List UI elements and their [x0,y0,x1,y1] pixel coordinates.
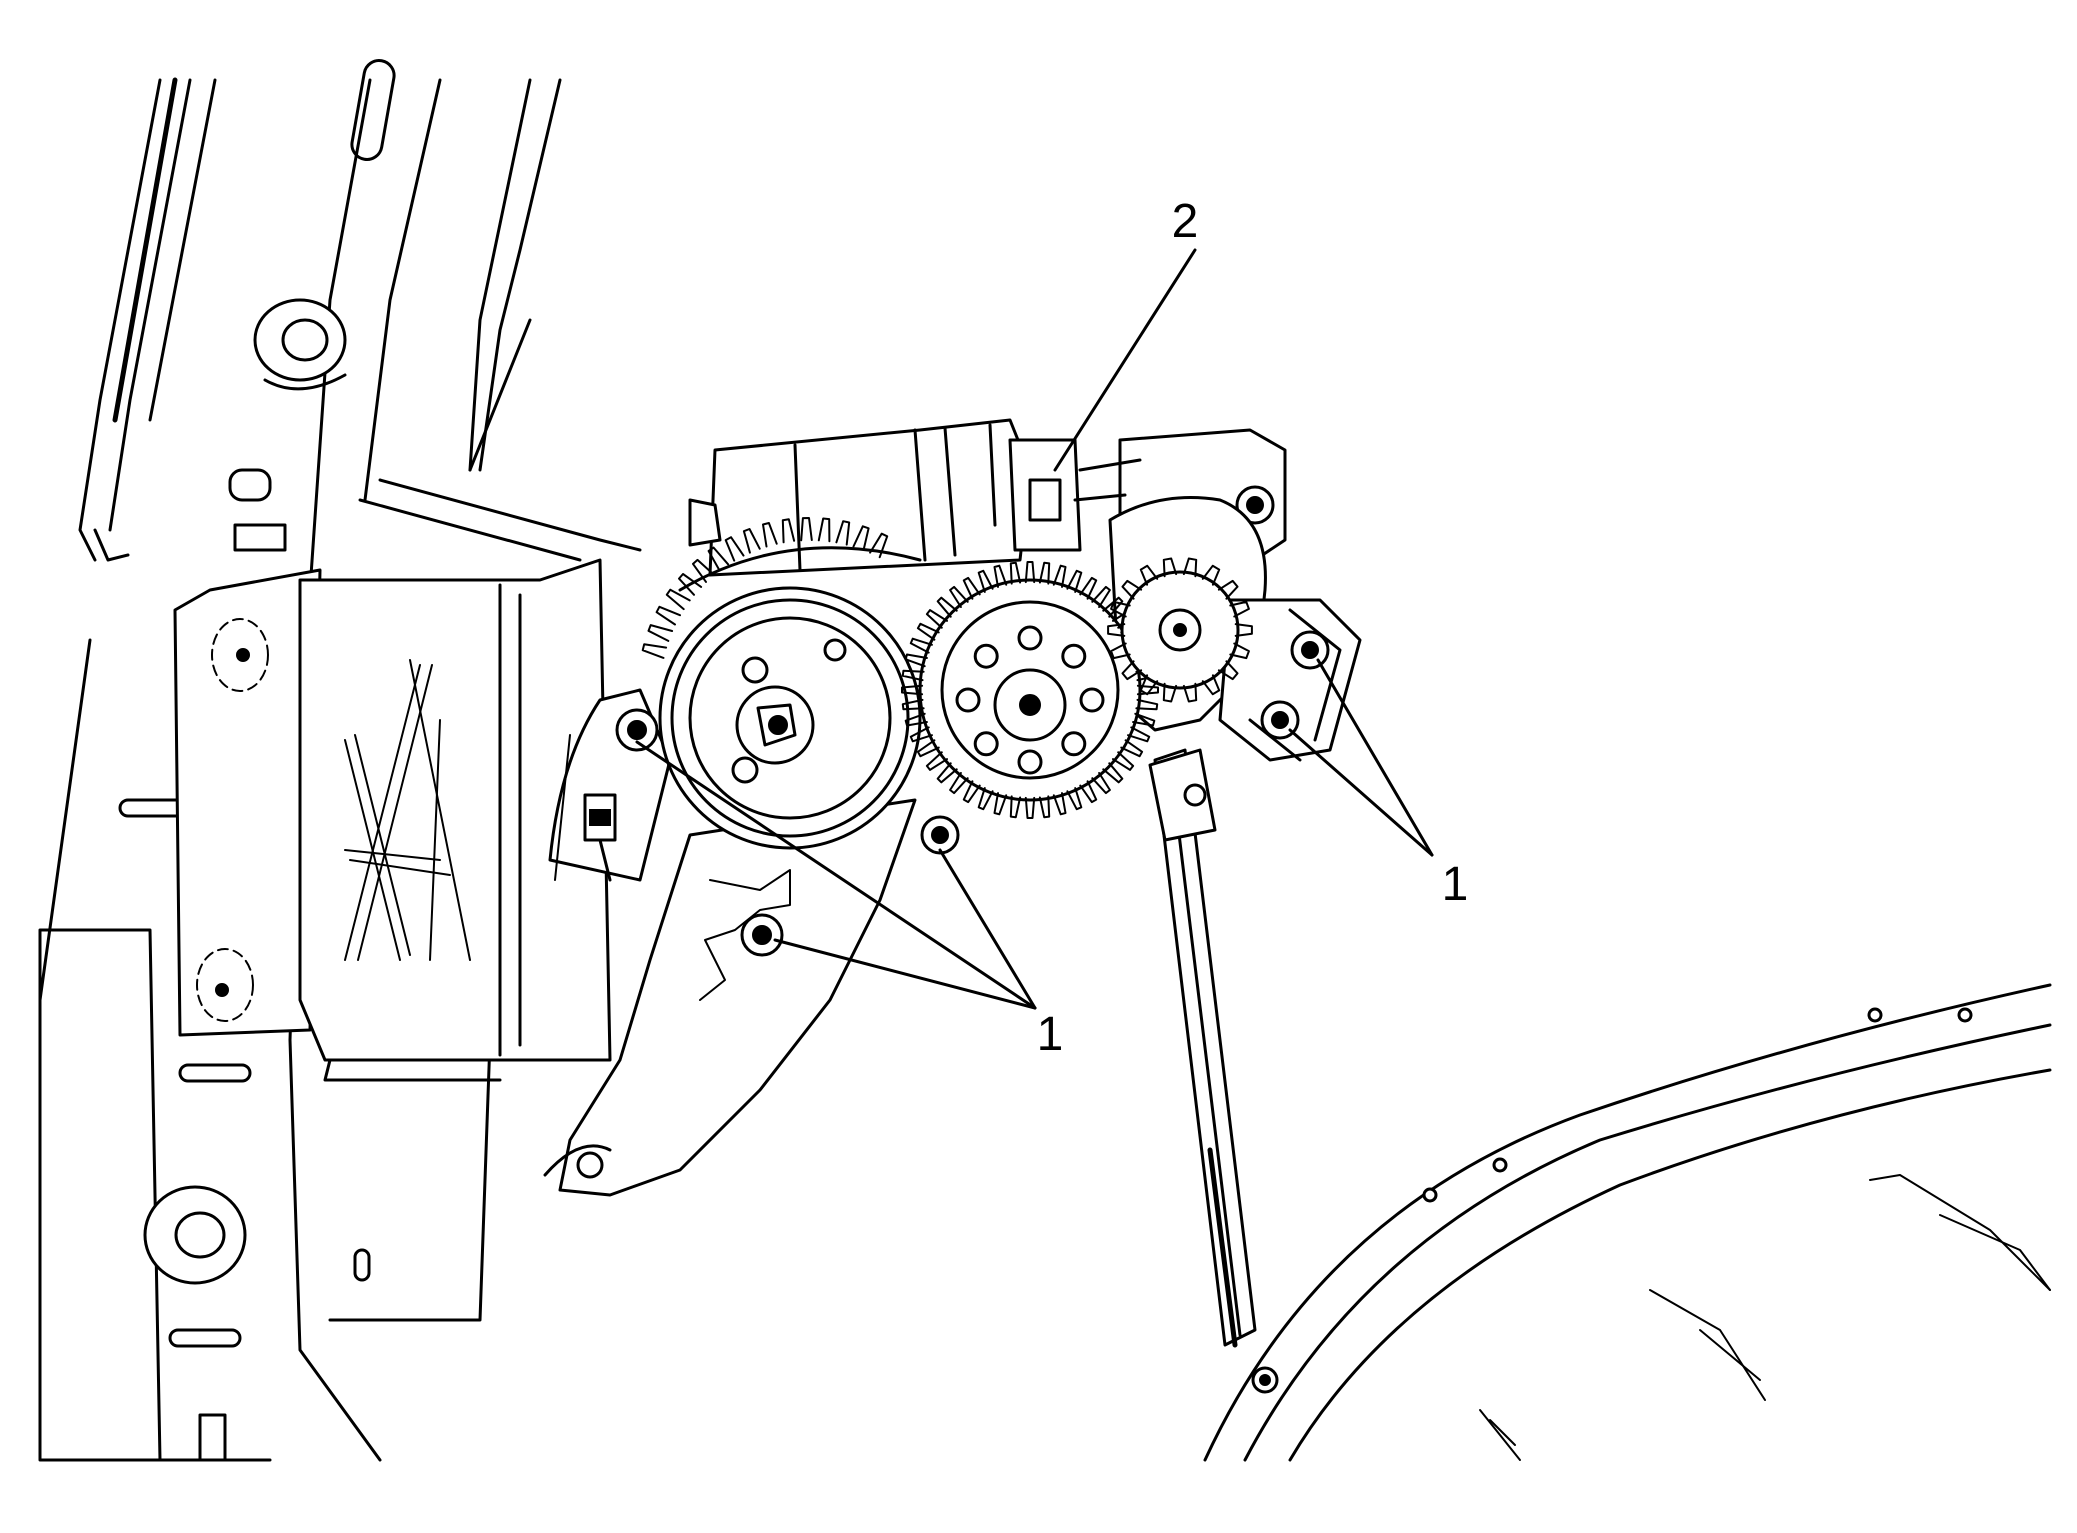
door-pillar [38,59,562,1462]
clip [228,468,287,552]
gear-tooth [641,517,889,659]
gear-hole [1061,731,1087,757]
cable-drum [658,586,922,850]
bolt-1 [615,708,659,752]
carrier-plate [298,558,612,1082]
gear-hole [973,643,999,669]
gear-hole [1017,749,1043,775]
leader-lines [635,248,1434,1010]
bolt-4 [1290,630,1330,670]
callout-2: 2 [1172,195,1199,248]
upper-grommet [253,298,347,391]
pinion-gear [1107,557,1253,703]
motor-connector [1008,438,1082,552]
gear-hole [955,687,981,713]
bolt-5 [1260,700,1300,740]
bolt-3 [740,913,784,957]
switch-connector [583,793,617,882]
bolt-2 [920,815,960,855]
mounting-bracket [173,568,322,1037]
regulator-arm [543,798,917,1197]
lower-grommet [143,1185,247,1285]
harness-cable [378,478,642,552]
callout-1-right: 1 [1442,858,1469,911]
gear-tooth [901,561,1159,819]
gear-hole [1079,687,1105,713]
gear-tooth [1107,557,1253,703]
gear-hole [1017,625,1043,651]
gear-hole [1061,643,1087,669]
drive-gear-large [901,561,1159,819]
glass-frame [1203,983,2052,1462]
callout-1-left: 1 [1037,1008,1064,1061]
gear-hole [973,731,999,757]
drive-gear-upper [641,517,922,659]
bolt-group-left [615,708,960,957]
lift-rail [1148,748,1257,1348]
